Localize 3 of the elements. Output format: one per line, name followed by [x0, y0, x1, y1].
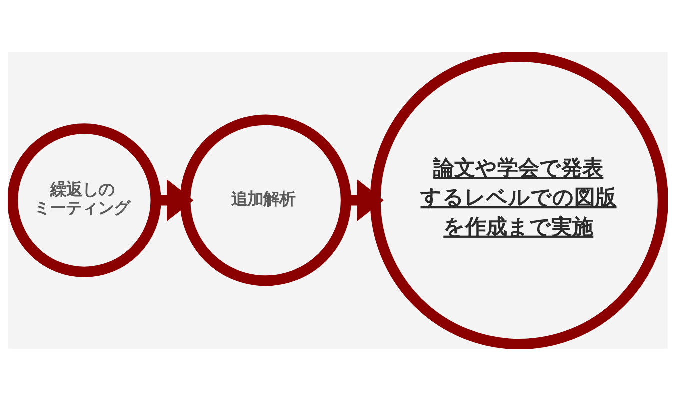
- node-circle: 繰返しのミーティング: [8, 123, 162, 277]
- node-circle: 論文や学会で発表するレベルでの図版を作成まで実施: [370, 52, 668, 348]
- node-circle: 追加解析: [180, 114, 352, 286]
